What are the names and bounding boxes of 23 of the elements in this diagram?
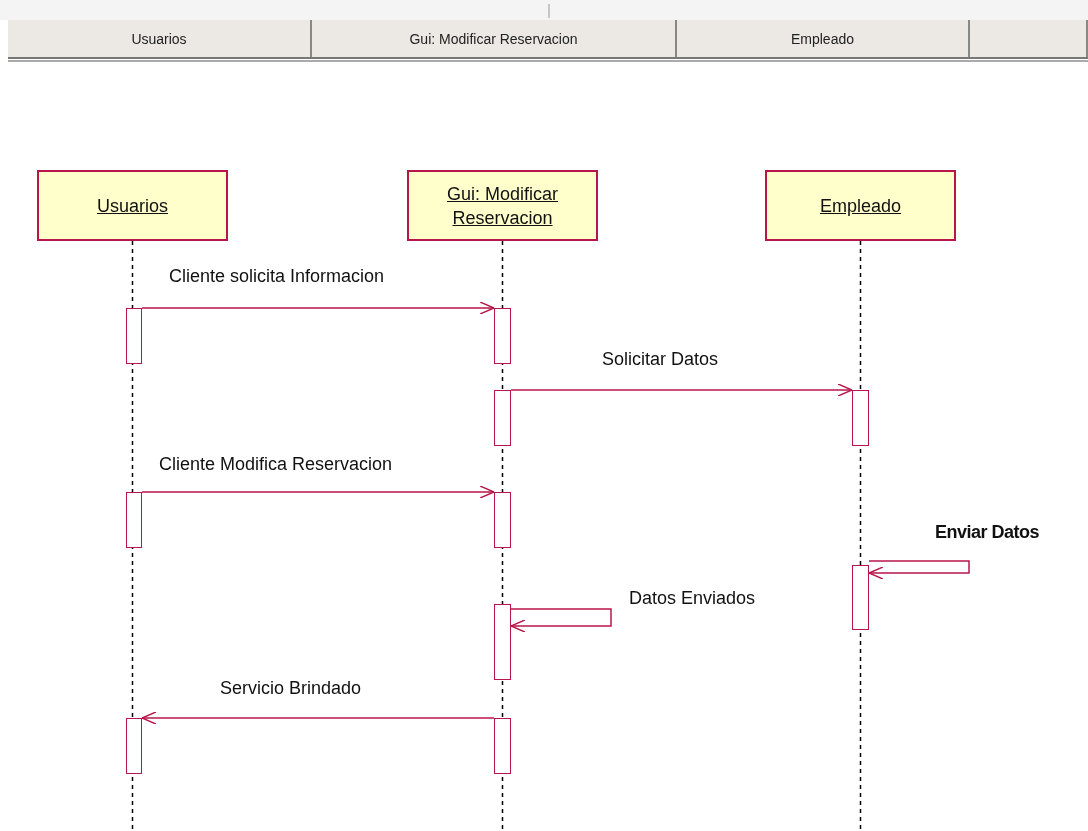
activation-bar <box>494 718 511 774</box>
column-header: Gui: Modificar Reservacion <box>312 20 677 57</box>
activation-bar <box>126 718 142 774</box>
column-header: Usuarios <box>8 20 312 57</box>
column-header: Empleado <box>677 20 970 57</box>
lifeline-head: Gui: Modificar Reservacion <box>407 170 598 241</box>
lifeline-head: Empleado <box>765 170 956 241</box>
message-arrow <box>510 383 853 397</box>
message-arrow <box>510 608 612 633</box>
activation-bar <box>494 390 511 446</box>
activation-bar <box>494 308 511 364</box>
activation-bar <box>126 492 142 548</box>
message-arrow <box>141 301 495 315</box>
message-arrow <box>868 560 970 580</box>
message-arrow <box>141 711 495 725</box>
lifeline-head: Usuarios <box>37 170 228 241</box>
header-cell <box>970 20 1088 57</box>
activation-bar <box>852 390 869 446</box>
activation-bar <box>494 604 511 680</box>
activation-bar <box>852 565 869 630</box>
activation-bar <box>126 308 142 364</box>
message-arrow <box>141 485 495 499</box>
activation-bar <box>494 492 511 548</box>
